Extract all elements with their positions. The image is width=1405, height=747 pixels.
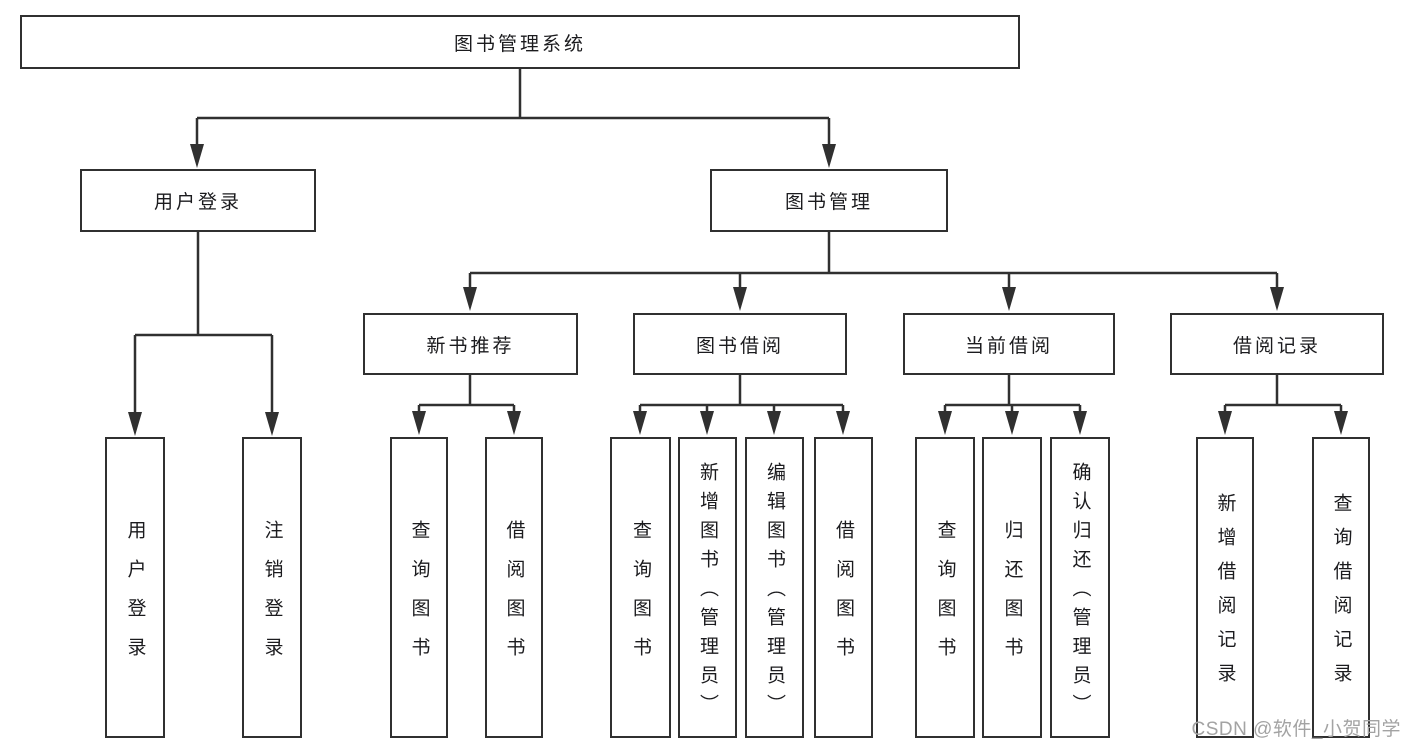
leaf-bb-edit-books-admin: 编辑图书（管理员） [745, 437, 804, 738]
connector-borrow-records-to-leaves [1223, 375, 1343, 413]
arrowhead [700, 411, 714, 435]
arrowhead [412, 411, 426, 435]
leaf-label: 借阅图书 [833, 519, 854, 676]
node-label: 图书借阅 [695, 335, 784, 357]
leaf-label: 编辑图书（管理员） [764, 462, 785, 723]
node-user-login: 用户登录 [80, 169, 316, 232]
arrowhead [1270, 287, 1284, 311]
leaf-br-query-record: 查询借阅记录 [1312, 437, 1370, 738]
leaf-label: 新增借阅记录 [1214, 493, 1236, 697]
node-borrow-records: 借阅记录 [1170, 313, 1384, 375]
node-label: 当前借阅 [964, 335, 1053, 357]
arrowhead [1002, 287, 1016, 311]
leaf-cb-return-books: 归还图书 [982, 437, 1042, 738]
leaf-label: 查询图书 [934, 519, 956, 676]
node-book-management: 图书管理 [710, 169, 948, 232]
node-book-management-system: 图书管理系统 [20, 15, 1020, 69]
leaf-cb-query-books: 查询图书 [915, 437, 975, 738]
leaf-nbr-query-books: 查询图书 [390, 437, 448, 738]
leaf-label: 查询借阅记录 [1330, 493, 1352, 697]
arrowhead [938, 411, 952, 435]
node-label: 借阅记录 [1232, 335, 1321, 357]
leaf-cb-confirm-return-admin: 确认归还（管理员） [1050, 437, 1110, 738]
arrowhead [190, 144, 204, 168]
leaf-label: 查询图书 [408, 519, 430, 676]
arrowhead [633, 411, 647, 435]
leaf-label: 用户登录 [124, 519, 146, 676]
arrowhead [733, 287, 747, 311]
connector-book-management-to-level3 [468, 232, 1279, 289]
leaf-logout: 注销登录 [242, 437, 302, 738]
connector-book-borrow-to-leaves [638, 375, 845, 413]
connector-current-borrow-to-leaves [943, 375, 1082, 413]
leaf-user-login: 用户登录 [105, 437, 165, 738]
leaf-label: 注销登录 [261, 519, 283, 676]
node-book-borrow: 图书借阅 [633, 313, 847, 375]
leaf-label: 确认归还（管理员） [1069, 462, 1091, 723]
arrowhead [1218, 411, 1232, 435]
leaf-bb-borrow-books: 借阅图书 [814, 437, 873, 738]
arrowhead [265, 412, 279, 436]
arrowhead [822, 144, 836, 168]
leaf-bb-add-books-admin: 新增图书（管理员） [678, 437, 737, 738]
arrowhead [507, 411, 521, 435]
arrowhead [767, 411, 781, 435]
leaf-br-add-record: 新增借阅记录 [1196, 437, 1254, 738]
arrowhead [1005, 411, 1019, 435]
connector-root-to-level2 [195, 69, 831, 146]
node-label: 图书管理系统 [453, 33, 586, 55]
node-label: 用户登录 [153, 192, 242, 213]
arrowhead [128, 412, 142, 436]
leaf-nbr-borrow-books: 借阅图书 [485, 437, 543, 738]
leaf-label: 借阅图书 [503, 519, 525, 676]
node-label: 图书管理 [784, 192, 873, 213]
leaf-label: 新增图书（管理员） [697, 462, 718, 723]
csdn-watermark: CSDN @软件_小贺同学 [1191, 719, 1401, 740]
connector-user-login-to-leaves [133, 232, 274, 414]
arrowhead [836, 411, 850, 435]
node-new-book-recommend: 新书推荐 [363, 313, 578, 375]
connector-new-book-recommend-to-leaves [417, 375, 516, 413]
node-label: 新书推荐 [426, 335, 515, 357]
arrowhead [1073, 411, 1087, 435]
node-current-borrow: 当前借阅 [903, 313, 1115, 375]
arrowhead [1334, 411, 1348, 435]
leaf-label: 查询图书 [630, 519, 651, 676]
arrowhead [463, 287, 477, 311]
leaf-label: 归还图书 [1001, 519, 1023, 676]
leaf-bb-query-books: 查询图书 [610, 437, 671, 738]
